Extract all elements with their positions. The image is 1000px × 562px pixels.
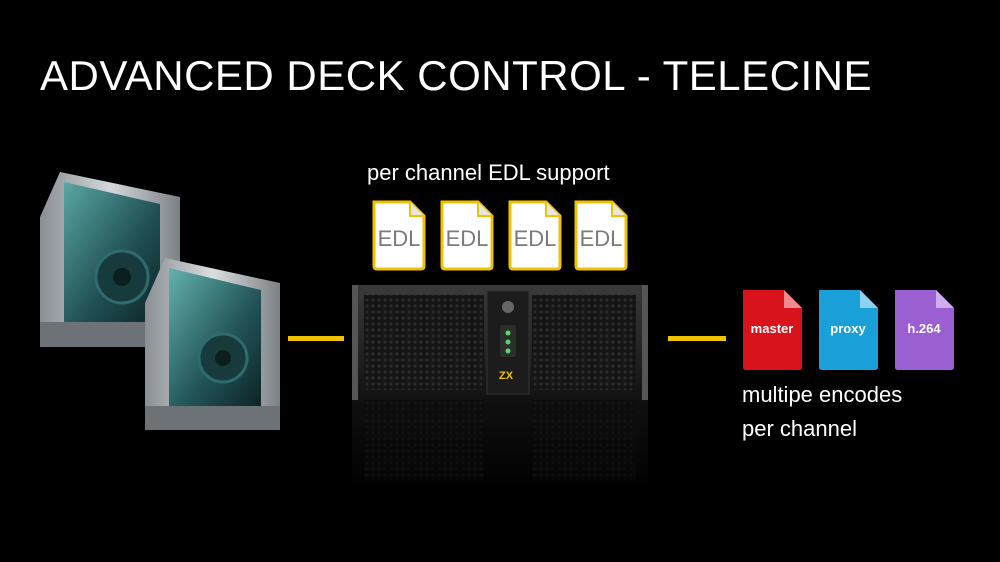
master-file-icon: master	[740, 287, 804, 371]
proxy-file-icon: proxy	[816, 287, 880, 371]
telecine-machine-image	[145, 258, 280, 435]
server-reflection-image	[352, 400, 648, 495]
encodes-caption-line2: per channel	[742, 416, 857, 441]
edl-label: EDL	[445, 226, 489, 251]
output-label: proxy	[830, 321, 866, 336]
edl-document-icon: EDL	[370, 198, 428, 272]
edl-document-icon: EDL	[506, 198, 564, 272]
connector-line	[668, 336, 726, 341]
connector-line	[288, 336, 344, 341]
edl-label: EDL	[513, 226, 557, 251]
encode-output-row: master proxy h.264	[740, 287, 960, 373]
server-brand-logo: ZX	[498, 370, 514, 382]
edl-document-row: EDL EDL EDL EDL	[370, 198, 632, 272]
edl-support-label: per channel EDL support	[367, 160, 610, 185]
edl-document-icon: EDL	[572, 198, 630, 272]
edl-document-icon: EDL	[438, 198, 496, 272]
page-title: ADVANCED DECK CONTROL - TELECINE	[40, 52, 873, 99]
edl-label: EDL	[579, 226, 623, 251]
edl-label: EDL	[377, 226, 421, 251]
output-label: h.264	[907, 321, 941, 336]
output-label: master	[750, 321, 794, 336]
server-chassis-image	[352, 285, 648, 400]
encodes-caption-line1: multipe encodes	[742, 382, 903, 407]
h264-file-icon: h.264	[892, 287, 956, 371]
